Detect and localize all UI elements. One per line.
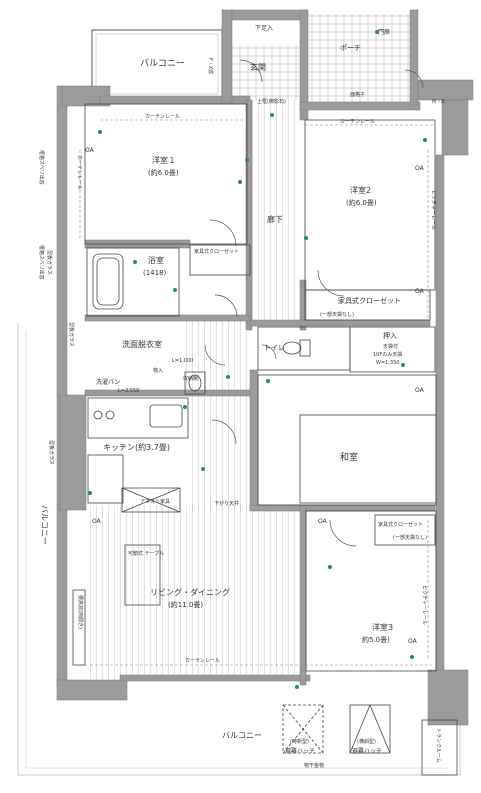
movable-table-label: 可動式 テーブル [128,550,164,557]
curtain-rail-label-3: カーテンレール [185,658,220,664]
balcony-left-label: バルコニー [40,505,49,545]
western1-label: 洋室１ [152,155,176,165]
balcony-top-label: バルコニー [140,58,185,69]
western2-label: 洋室2 [350,185,371,195]
picture-rail-note: ピクチャーレール [421,585,427,625]
living-floor [85,505,307,680]
frosted-glass-label-3: 型板ガラス [48,440,55,465]
kitchen-stove [93,404,183,428]
bathtub [92,253,124,310]
sink [184,371,206,395]
balcony-bottom-label: バルコニー [222,731,262,740]
washitsu-label: 和室 [340,451,358,463]
porch-label: ポーチ [340,44,361,52]
kitchen-floor [190,395,250,510]
living-label: リビング・ダイニング [150,587,230,597]
entrance-floor [232,45,304,100]
shelf-label: 収納棚 [183,375,198,382]
oa-label: OA [318,518,328,525]
hatch-right-label: 避難ハッチ [352,747,382,755]
oa-label: OA [85,147,95,154]
hatch-left-label: 避難ハッチ [285,747,315,755]
ceiling-down-label: 下がり天井 [214,500,239,507]
trunk-room-label: トランクルーム [435,728,441,763]
balcony-left-outline [17,323,461,776]
toilet-label: トイレ [264,344,285,352]
oshiire-note2: 10Fのみ天袋 [373,351,402,358]
gate-label: 門扉 [378,28,390,36]
closet3-note: (一部天袋なし) [393,534,427,541]
kitchen-label: キッチン(約3.7畳) [103,442,170,452]
oshiire-note1: 天袋付 [383,343,398,350]
clothes-hanger-label: 物干金物 [304,762,324,769]
sliding-frosted-label-2: 框格スベリ出窓 [38,245,45,280]
oa-label: OA [415,165,425,172]
fx-window-label: F・X窓 [207,58,214,74]
porch-tile [305,14,410,102]
frosted-glass-label-1: 型板ガラス [46,250,53,275]
washroom-l: L=1,000 [172,358,193,364]
rail-label: 面格子 [350,91,365,98]
hatch-left-note: (時新型) [290,738,309,745]
toilet-bowl [282,339,311,357]
oa-labels: OA OA OA OA OA OA OA [85,147,425,645]
entrance-label: 玄関 [250,62,266,72]
sliding-frosted-label-1: 框格スベリ出窓 [38,150,45,185]
oa-label: OA [92,518,102,525]
curtain-rail-label-1: カーテンレール [145,114,180,120]
outlet-dots [88,30,427,689]
curtain-rails [79,119,435,666]
oshiire-label: 押入 [383,331,397,340]
desk-counter-label: 腰高窓(両開き) [77,595,84,629]
closet-small-label: 家具式クローゼット [194,248,239,255]
kitchen-l: L=2,550 [118,388,139,394]
oshiire-note3: W=1,350 [376,360,399,366]
living-size: (約11.0畳) [168,600,203,609]
western1-size: (約6.0畳) [148,168,179,177]
washroom-label: 洗面脱衣室 [122,339,162,349]
western3-label: 洋室3 [372,622,393,632]
interior-lines [72,103,458,776]
washroom-floor [185,320,247,390]
western2-size: (約6.0畳) [346,198,377,207]
mb-label: M・B [432,99,445,105]
washer-pan-label: 洗濯パン [96,378,120,386]
closet3-label: 家具式クローゼット [378,521,423,528]
cabinet-label: アネスト家具 [140,498,170,505]
closet-large-note: (一部天袋なし) [320,311,354,318]
shoe-storage-label: 下足入 [255,25,273,32]
oa-label: OA [408,638,418,645]
doors [204,59,424,547]
curtain-rail-label-4: カーテンレール [76,155,82,190]
picture-rail-label: ピクチャーレール [430,190,436,230]
storage-in-label: 物入 [153,367,163,374]
oa-label: OA [415,288,425,295]
oa-label: OA [415,387,425,394]
hallway-label: 廊下 [267,214,283,224]
bath-size: (1418) [143,269,167,277]
western3-size: 約5.0畳) [362,635,390,644]
upper-frame-label: 上框(御影石) [257,98,286,105]
hallway-floor [250,100,300,325]
frosted-glass-label-2: 型板ガラス [68,322,75,347]
closet-large-label: 家具式クローゼット [338,296,401,305]
bath-label: 浴室 [148,255,164,265]
curtain-rail-label-2: カーテンレール [340,119,375,125]
hatch-right-note: (横斜型) [357,738,376,745]
